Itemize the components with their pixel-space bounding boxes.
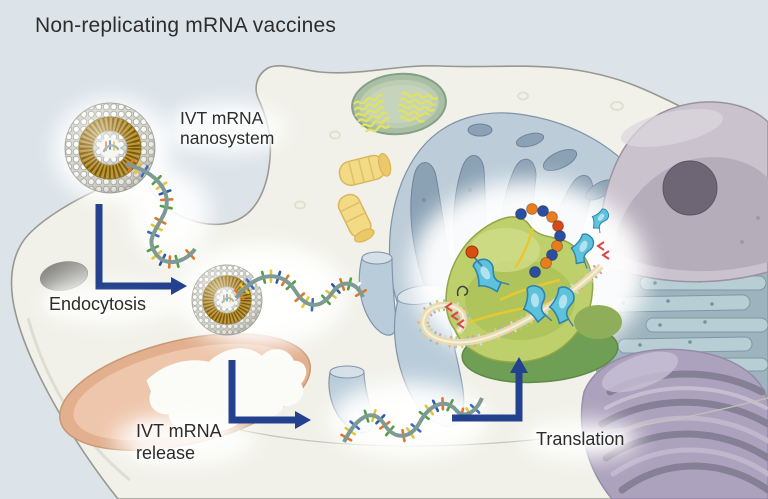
label-endocytosis: Endocytosis: [49, 294, 147, 314]
label-release: IVT mRNA release: [136, 420, 222, 464]
cytoplasm-streak: [231, 397, 768, 447]
lipid-nanoparticle-2: [192, 265, 262, 335]
ribosome-complex: [417, 203, 622, 384]
centriole-pair: [337, 152, 392, 243]
label-nanosystem-line2: nanosystem: [180, 128, 275, 148]
mrna-strand-endosome: [233, 269, 368, 312]
label-release-line1: IVT mRNA: [136, 421, 222, 441]
label-translation: Translation: [536, 429, 625, 449]
label-nanosystem-line1: IVT mRNA: [180, 108, 264, 128]
lipid-nanoparticle-1: [65, 103, 155, 193]
label-release-line2: release: [136, 443, 196, 463]
mrna-strand-nanosystem: [125, 158, 197, 269]
golgi-apparatus: [580, 348, 768, 499]
release-arrow: [228, 360, 311, 429]
mrna-rungs: [340, 396, 486, 443]
endocytosis-arrow: [95, 204, 187, 295]
translation-arrow: [452, 357, 528, 422]
figure-title: Non-replicating mRNA vaccines: [35, 14, 337, 37]
label-nanosystem: IVT mRNA nanosystem: [180, 108, 274, 148]
nucleus: [598, 101, 768, 283]
mitochondrion-pink: [58, 332, 312, 452]
mrna-strand-released: [340, 396, 486, 443]
mitochondrion-green: [351, 72, 447, 136]
